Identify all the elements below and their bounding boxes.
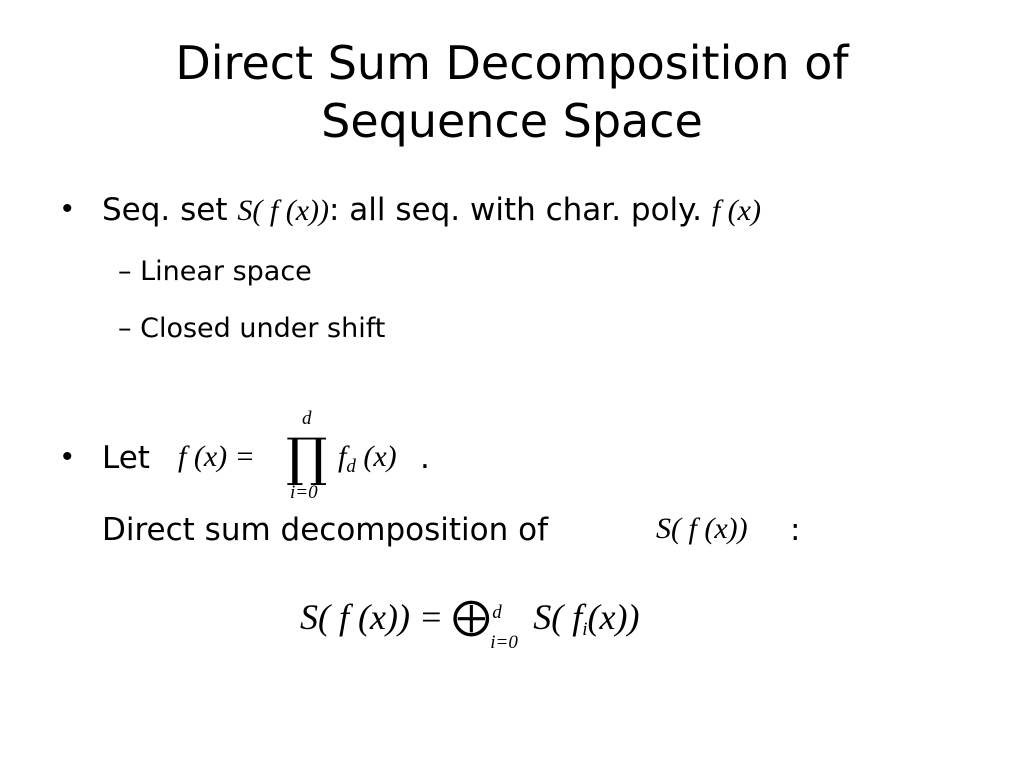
direct-sum-symbol: ⨁: [452, 594, 491, 638]
slide-title: Direct Sum Decomposition of Sequence Spa…: [0, 34, 1024, 150]
bullet-2-colon: :: [790, 512, 801, 548]
product-operator: d ∏ i=0: [284, 408, 330, 507]
display-rhs-subscript: i: [582, 619, 588, 640]
bullet-2-line-2: Direct sum decomposition of: [102, 512, 549, 548]
bullet-2-period: .: [420, 440, 430, 476]
subbullet-marker-1: –: [118, 256, 132, 287]
math-poly-f-x: f (x): [711, 194, 761, 227]
bullet-marker-2: •: [62, 440, 73, 473]
bullet-1-middle: : all seq. with char. poly.: [329, 192, 702, 228]
factor-subscript: d: [346, 456, 356, 477]
direct-sum-upper: d: [492, 601, 502, 623]
product-lower-limit: i=0: [290, 482, 318, 503]
bullet-marker-1: •: [62, 192, 73, 225]
display-equation: S( f (x)) = ⨁d i=0 S( fi(x)): [300, 592, 639, 654]
product-symbol: ∏: [286, 428, 328, 488]
display-rhs-suffix: (x)): [587, 597, 640, 637]
factor-arg: (x): [363, 440, 397, 473]
math-set-s-f-x: S( f (x)): [237, 194, 329, 227]
math-f-x-equals: f (x) =: [178, 440, 255, 473]
bullet-1: Seq. set S( f (x)): all seq. with char. …: [102, 192, 761, 228]
product-upper-limit: d: [302, 408, 312, 429]
subbullet-text-2: Closed under shift: [140, 313, 386, 344]
subbullet-closed-under-shift: – Closed under shift: [118, 313, 385, 344]
display-lhs: S( f (x)) =: [300, 597, 444, 637]
display-rhs-prefix: S( f: [533, 597, 583, 637]
direct-sum-limits: d i=0: [490, 601, 524, 653]
subbullet-marker-2: –: [118, 313, 132, 344]
subbullet-linear-space: – Linear space: [118, 256, 312, 287]
direct-sum-lower: i=0: [490, 631, 518, 653]
title-line-2: Sequence Space: [321, 94, 703, 148]
subbullet-text-1: Linear space: [140, 256, 312, 287]
factor-base: f: [338, 440, 347, 473]
bullet-1-prefix: Seq. set: [102, 192, 228, 228]
bullet-2-let: Let: [102, 440, 150, 476]
math-factor-f-d-x: fd (x): [338, 440, 397, 478]
math-s-f-x-line-2: S( f (x)): [656, 512, 748, 545]
title-line-1: Direct Sum Decomposition of: [175, 36, 849, 90]
